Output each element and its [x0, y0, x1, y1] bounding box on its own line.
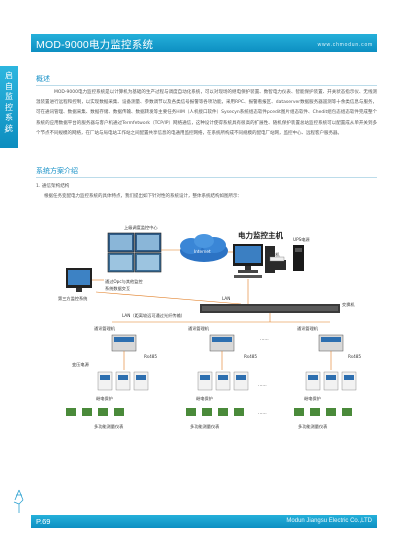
- device-group-3: [294, 371, 357, 416]
- comm-manager-label-3: 通讯管理机: [297, 325, 319, 332]
- scheme-divider: [36, 177, 377, 178]
- relay-label-2: 继电保护: [196, 395, 213, 402]
- main-host-title: 电力监控主机: [238, 230, 283, 240]
- side-tab-arrow: >: [4, 127, 10, 135]
- lan2-label: LAN（距离较远可通过光纤传输）: [122, 312, 185, 319]
- system-architecture-diagram: 上级调度监控中心 电力监控主机 Internet UPS电源 打印机: [58, 224, 361, 430]
- tower-icon: [14, 489, 24, 501]
- switch-label: 交换机: [342, 301, 355, 308]
- company-name: Modun Jiangsu Electric Co.,LTD: [286, 518, 372, 524]
- printer-label: 打印机: [267, 251, 280, 258]
- relay-label-3: 继电保护: [304, 395, 321, 402]
- device-group-1: [66, 371, 149, 416]
- comm-manager-label-1: 通讯管理机: [94, 325, 116, 332]
- comm-manager-icon-3: [318, 334, 344, 352]
- overview-title: 概述: [36, 75, 50, 83]
- comm-manager-icon-1: [111, 334, 137, 352]
- printer-icon: 打印机: [267, 251, 286, 270]
- side-tab-label: 启 自 监 控 系 统: [5, 71, 13, 133]
- website-url: www.chmodun.com: [317, 42, 373, 48]
- rs485-label-3: Rs485: [348, 354, 361, 359]
- page-title: MOD-9000电力监控系统: [36, 39, 154, 51]
- page-number: P.69: [36, 517, 51, 526]
- internet-cloud-icon: Internet: [180, 234, 228, 262]
- meter-label-1: 多功能测量仪表: [94, 423, 124, 430]
- ellipsis-bottom: ......: [258, 411, 267, 416]
- transformer-label: 变压电源: [72, 361, 90, 368]
- ups-label: UPS电源: [293, 236, 310, 243]
- meter-label-2: 多功能测量仪表: [190, 423, 220, 430]
- header-bar: [31, 34, 377, 52]
- left-decorative-icons: [13, 489, 24, 513]
- ups-icon: UPS电源: [293, 236, 310, 271]
- third-party-label: 第三方监控系统: [58, 295, 87, 302]
- scheme-description: 根据任务变配电力监控系统的具体特点，我们提出如下针对性的系统设计，整体系统结构如…: [44, 194, 242, 199]
- ellipsis-mid: ......: [258, 383, 267, 388]
- rs485-label-2: Rs485: [244, 354, 257, 359]
- internet-label: Internet: [194, 249, 211, 254]
- comm-manager-icon-2: [209, 334, 235, 352]
- third-party-monitor-icon: [66, 268, 92, 292]
- rs485-label-1: Rs485: [144, 354, 157, 359]
- control-center-monitors: [107, 232, 162, 273]
- meter-label-3: 多功能测量仪表: [298, 423, 328, 430]
- overview-divider: [36, 85, 377, 86]
- comm-manager-label-2: 通讯管理机: [188, 325, 210, 332]
- wind-turbine-icon: [13, 499, 24, 513]
- lan1-label: LAN: [222, 296, 230, 301]
- relay-label-1: 继电保护: [96, 395, 113, 402]
- side-tab: [0, 66, 18, 148]
- ellipsis-top: ......: [260, 337, 269, 342]
- center-label: 上级调度监控中心: [124, 224, 158, 231]
- footer-bar: [31, 515, 377, 528]
- device-group-2: [186, 371, 249, 416]
- scheme-title: 系统方案介绍: [36, 167, 78, 175]
- network-switch-icon: [200, 304, 340, 313]
- overview-body: MOD-9000电力监控系统是以计算机为基础的生产过程与调度自动化系统，可以对现…: [36, 90, 377, 136]
- scheme-subhead: 1. 通信架构结构: [36, 184, 70, 189]
- opc-label-line2: 系统数据交互: [105, 285, 130, 292]
- opc-label-line1: 通过Opc与其他监控: [105, 278, 143, 285]
